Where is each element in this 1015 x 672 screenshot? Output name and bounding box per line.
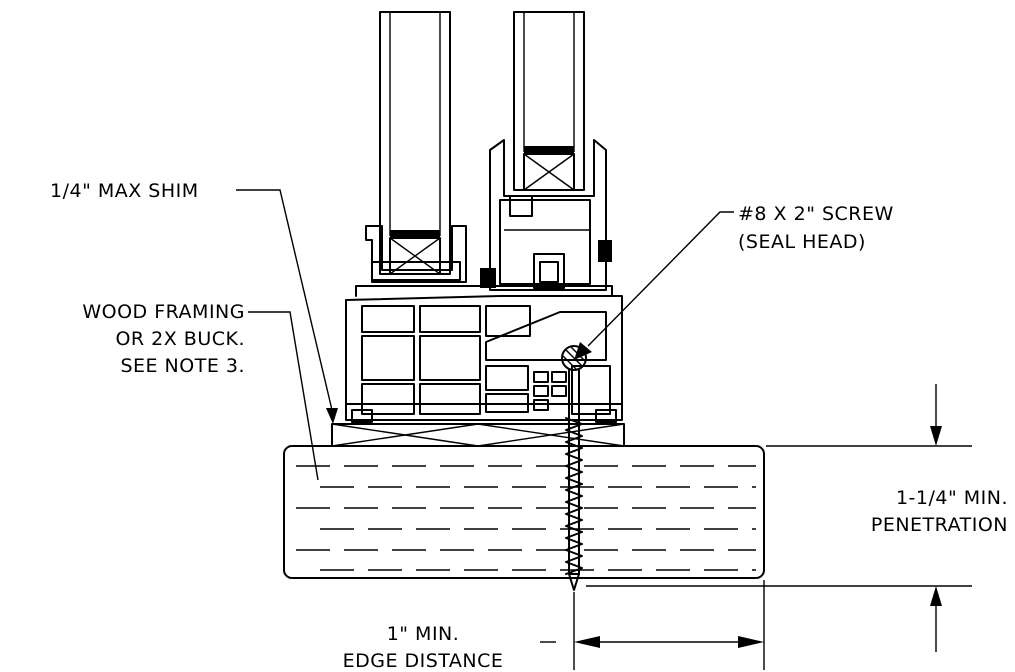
shim-leader (236, 189, 338, 424)
framing-leader (248, 311, 319, 481)
edge-label-line2: EDGE DISTANCE (343, 650, 504, 672)
wood-framing (283, 445, 765, 579)
screw (565, 369, 583, 591)
screw-label-line2: (SEAL HEAD) (738, 231, 866, 253)
penetration-dimension (586, 384, 972, 652)
framing-label-line3: SEE NOTE 3. (120, 355, 245, 377)
framing-label-line1: WOOD FRAMING (82, 301, 245, 323)
shim-label: 1/4" MAX SHIM (50, 180, 199, 202)
left-glass-unit (379, 11, 451, 275)
screw-leader (574, 211, 734, 360)
framing-label-line2: OR 2X BUCK. (115, 328, 245, 350)
right-sash-profile (489, 139, 607, 291)
main-frame-profile (345, 285, 623, 423)
edge-label-line1: 1" MIN. (387, 623, 460, 645)
penetration-label-line2: PENETRATION (871, 514, 1008, 536)
right-glass-unit (513, 11, 585, 191)
penetration-label-line1: 1-1/4" MIN. (896, 487, 1008, 509)
screw-label-line1: #8 X 2" SCREW (738, 203, 894, 225)
edge-distance-dimension (540, 580, 765, 670)
